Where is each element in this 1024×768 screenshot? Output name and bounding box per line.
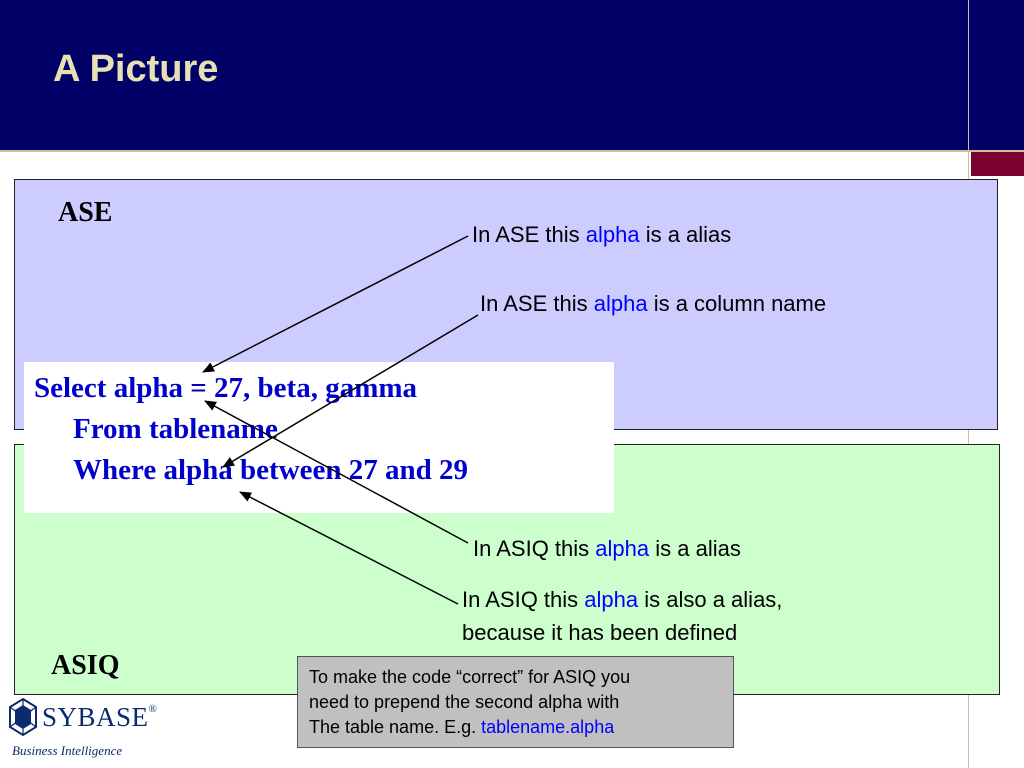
alpha-keyword: alpha: [593, 291, 648, 316]
note-text: is also a alias,: [638, 587, 783, 612]
slide-title: A Picture: [53, 48, 219, 90]
tip-text: The table name. E.g.: [309, 717, 482, 737]
code-box: [24, 362, 614, 513]
tip-line: To make the code “correct” for ASIQ you: [309, 667, 631, 687]
note-text: is a column name: [647, 291, 827, 316]
sybase-logo-icon: [9, 697, 37, 737]
alpha-keyword: alpha: [595, 536, 650, 561]
tip-line: The table name. E.g. tablename.alpha: [309, 715, 723, 740]
logo-wordmark: SYBASE®: [42, 704, 157, 731]
sybase-logo: SYBASE® Business Intelligence: [8, 697, 158, 761]
alpha-keyword: alpha: [585, 222, 640, 247]
tablename-alpha-keyword: tablename.alpha: [481, 717, 615, 737]
alpha-keyword: alpha: [584, 587, 639, 612]
note-text: In ASE this: [472, 222, 586, 247]
logo-tagline: Business Intelligence: [12, 743, 123, 758]
arrow-asiq-also-alias: [239, 491, 459, 605]
accent-block: [971, 152, 1024, 176]
asiq-also-alias-note: In ASIQ this alpha is also a alias, beca…: [462, 583, 782, 649]
tip-line: need to prepend the second alpha with: [309, 692, 620, 712]
arrow-ase-alias: [202, 235, 469, 373]
note-text: is a alias: [639, 222, 732, 247]
note-line: In ASIQ this alpha is also a alias,: [462, 583, 782, 616]
ase-column-note: In ASE this alpha is a column name: [480, 291, 826, 317]
code-line-from: From tablename: [73, 413, 278, 445]
note-line: because it has been defined: [462, 620, 738, 645]
ase-alias-note: In ASE this alpha is a alias: [472, 222, 731, 248]
asiq-label: ASIQ: [51, 650, 120, 681]
note-text: In ASIQ this: [462, 587, 585, 612]
arrow-asiq-alias: [204, 400, 469, 544]
note-text: In ASIQ this: [473, 536, 596, 561]
ase-label: ASE: [58, 197, 113, 228]
note-text: is a alias: [649, 536, 741, 561]
code-line-select: Select alpha = 27, beta, gamma: [34, 372, 418, 404]
note-text: In ASE this: [480, 291, 594, 316]
divider-line: [0, 150, 1024, 152]
tip-box: To make the code “correct” for ASIQ you …: [297, 656, 734, 748]
title-bar: [0, 0, 1024, 150]
asiq-alias-note: In ASIQ this alpha is a alias: [473, 536, 741, 562]
registered-mark: ®: [148, 703, 158, 715]
code-line-where: Where alpha between 27 and 29: [73, 454, 469, 486]
logo-wordmark-text: SYBASE: [42, 702, 149, 732]
arrow-ase-column: [222, 314, 479, 468]
